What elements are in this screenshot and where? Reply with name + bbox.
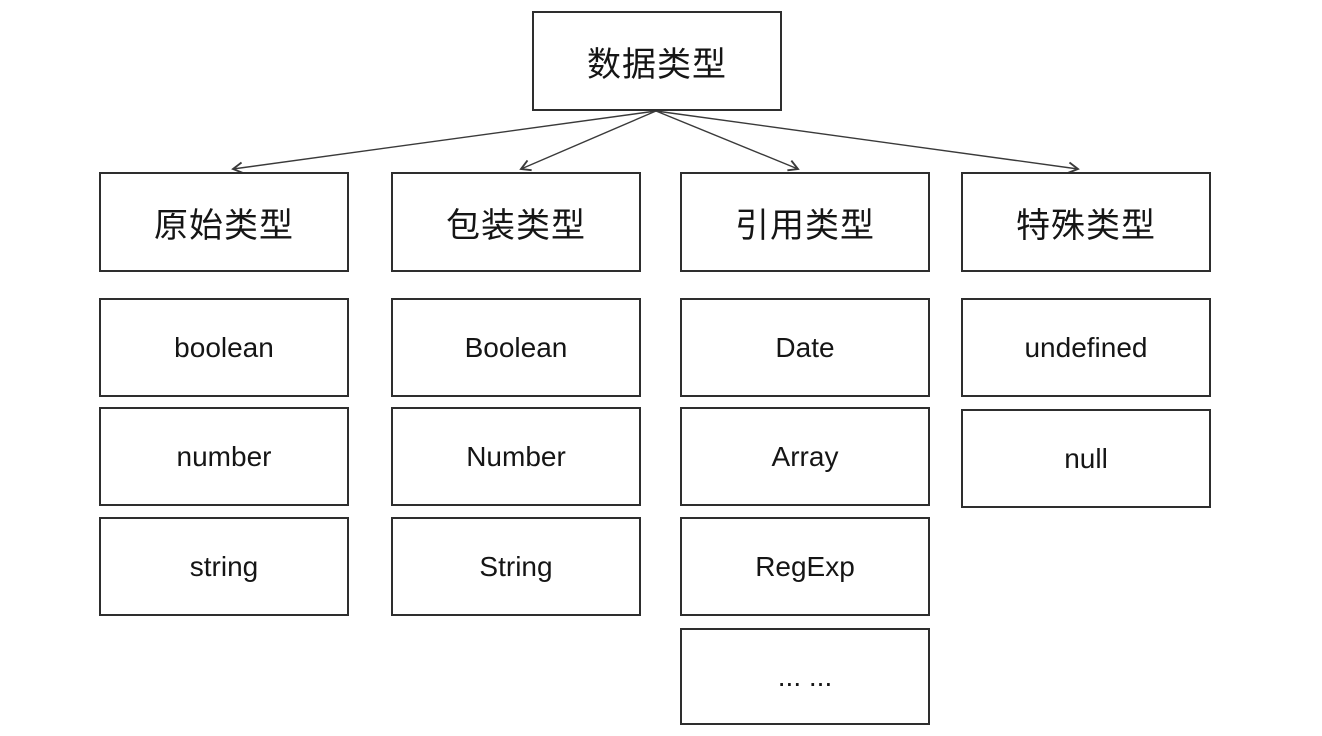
arrow-root-to-wrapper: [519, 110, 657, 172]
arrow-root-to-special: [655, 110, 1080, 174]
node-string: string: [99, 517, 349, 616]
node-root-data-types: 数据类型: [532, 11, 782, 111]
node-primitive-types: 原始类型: [99, 172, 349, 272]
node-special-types: 特殊类型: [961, 172, 1211, 272]
node-regexp: RegExp: [680, 517, 930, 616]
node-date: Date: [680, 298, 930, 397]
node-boolean: boolean: [99, 298, 349, 397]
node-number-wrapper: Number: [391, 407, 641, 506]
node-wrapper-types: 包装类型: [391, 172, 641, 272]
node-string-wrapper: String: [391, 517, 641, 616]
arrow-root-to-primitive: [231, 110, 657, 174]
node-array: Array: [680, 407, 930, 506]
node-number: number: [99, 407, 349, 506]
arrow-root-to-reference: [655, 110, 800, 172]
node-reference-types: 引用类型: [680, 172, 930, 272]
node-boolean-wrapper: Boolean: [391, 298, 641, 397]
node-null: null: [961, 409, 1211, 508]
node-ellipsis: ... ...: [680, 628, 930, 725]
node-undefined: undefined: [961, 298, 1211, 397]
